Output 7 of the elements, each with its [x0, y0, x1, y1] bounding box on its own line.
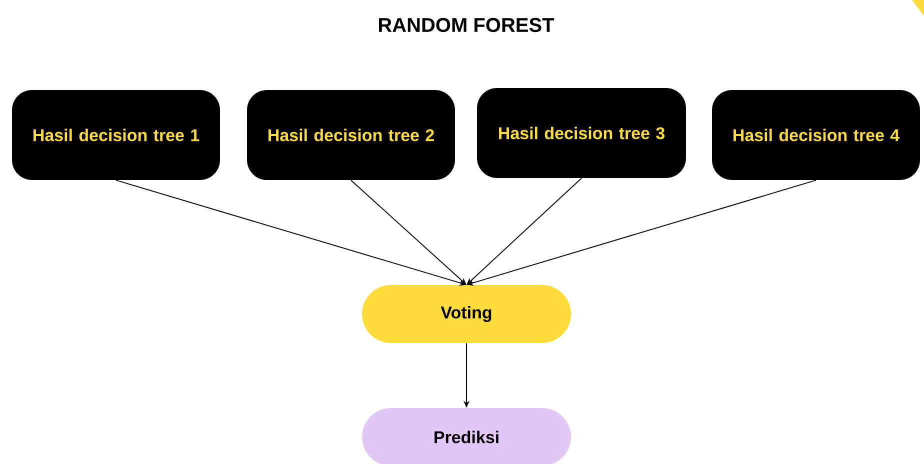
- result-box: Hasil decision tree 4: [712, 90, 920, 180]
- title: RANDOM FOREST: [379, 18, 554, 32]
- result-box: Hasil decision tree 2: [247, 90, 455, 180]
- result-box: Hasil decision tree 3: [477, 88, 686, 178]
- prediction-pill: Prediksi: [362, 408, 571, 464]
- voting-pill: Voting: [362, 285, 571, 343]
- result-box: Hasil decision tree 1: [12, 90, 220, 180]
